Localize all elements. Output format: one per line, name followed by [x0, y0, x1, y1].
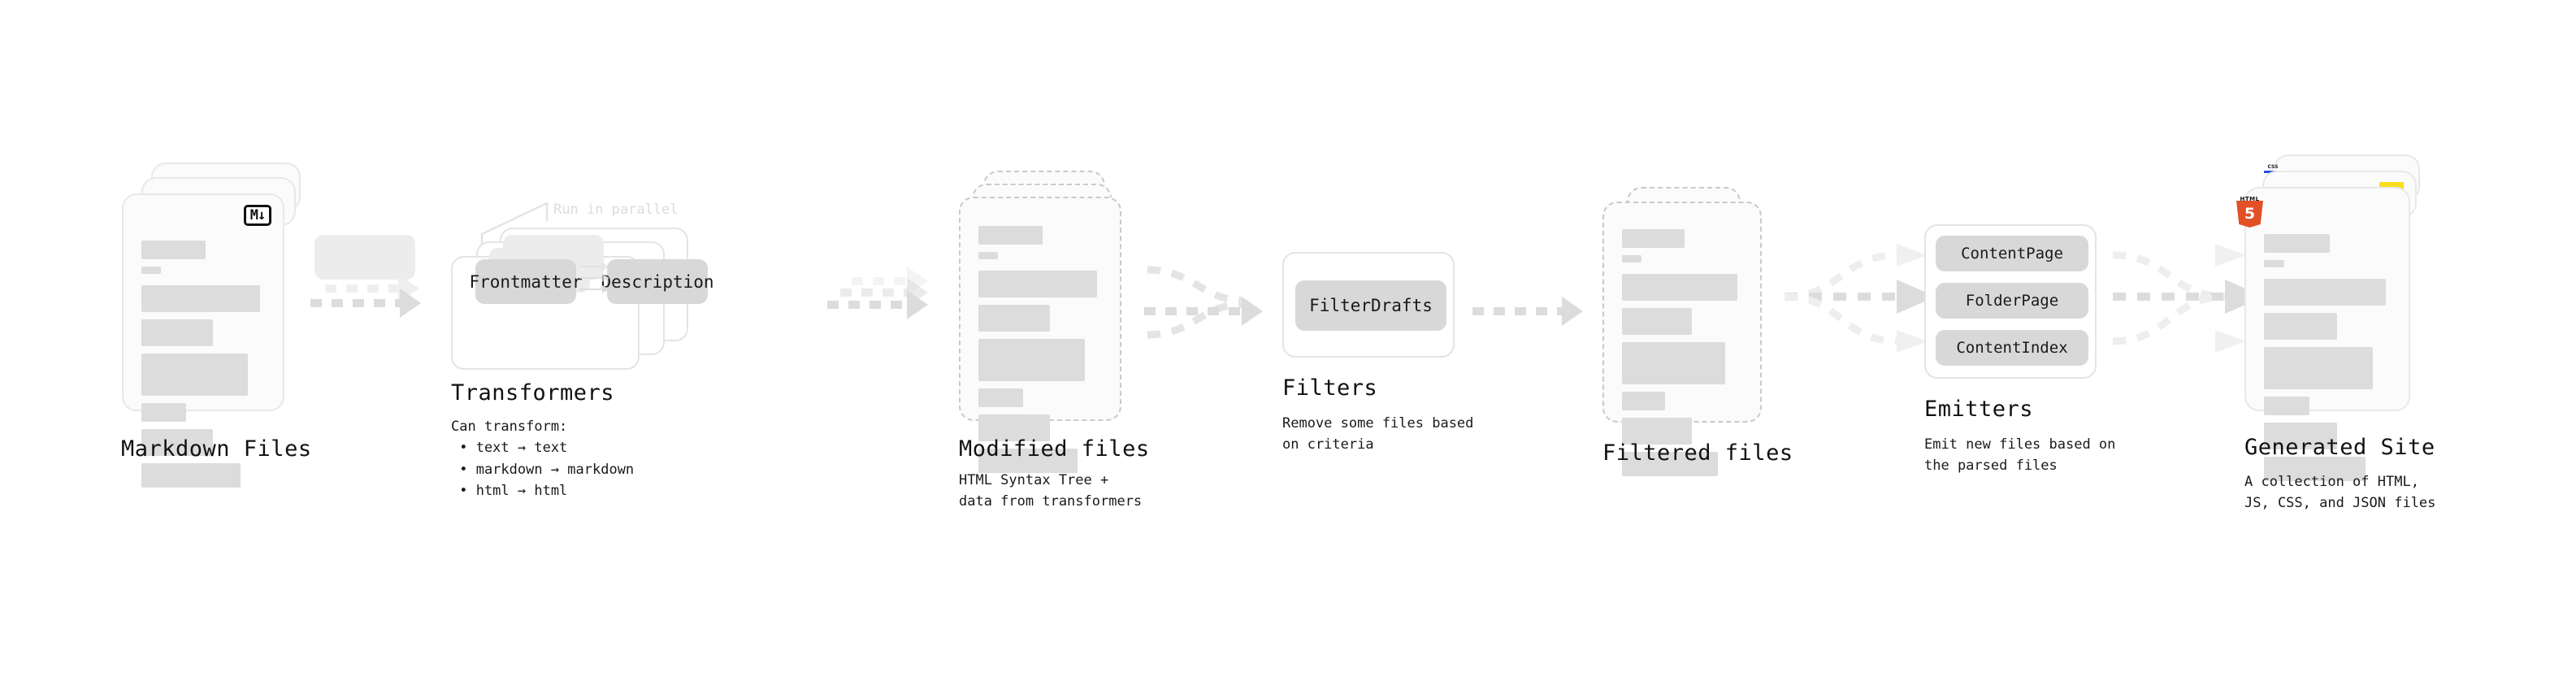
content-bar: [1622, 274, 1738, 301]
stage-subtitle-transformers: Can transform: • text → text • markdown …: [451, 419, 635, 500]
document-content-bars: [1622, 229, 1742, 484]
filtered-document-stack: [1602, 187, 1781, 476]
content-bar: [141, 354, 248, 396]
run-in-parallel-annotation: Run in parallel: [553, 202, 679, 218]
arrow-dash-line: [1472, 307, 1563, 315]
content-bar: [1622, 418, 1692, 445]
content-bar: [1622, 342, 1726, 384]
content-bar: [1622, 229, 1685, 248]
content-bar: [2264, 279, 2386, 306]
arrow-dash-line: [840, 288, 909, 297]
html5-shield-icon: [2236, 201, 2263, 228]
stage-title-filters: Filters: [1282, 375, 1378, 401]
stage-subtitle-filters: Remove some files based on criteria: [1282, 415, 1474, 453]
stage-filtered-files: Filtered files: [1602, 187, 1793, 476]
pill-description[interactable]: Description: [601, 259, 714, 304]
transformer-card-front: Frontmatter Description: [314, 235, 714, 370]
content-bar: [2264, 397, 2310, 415]
arrow-head-icon: [1242, 297, 1263, 326]
stage-subtitle-modified-files: HTML Syntax Tree + data from transformer…: [959, 472, 1143, 510]
stage-title-markdown-files: Markdown Files: [121, 436, 312, 462]
content-bar: [1622, 392, 1666, 410]
content-bar: [141, 267, 162, 274]
content-bar: [141, 285, 260, 312]
content-bar: [141, 403, 186, 422]
stage-markdown-files: M↓ Markdown Files: [121, 163, 311, 488]
inner-arrow-top: [579, 262, 609, 271]
content-bar: [978, 271, 1097, 297]
content-bar: [2264, 423, 2338, 449]
arrow-markdown-to-transformers: [310, 288, 421, 318]
content-bar: [141, 241, 206, 259]
pill-filterdrafts[interactable]: FilterDrafts: [1295, 280, 1446, 331]
content-bar: [2264, 457, 2366, 481]
content-bar: [978, 252, 999, 259]
arrow-transformers-to-modified-ghost-2: [852, 267, 928, 296]
pill-contentpage[interactable]: ContentPage: [1936, 236, 2088, 271]
content-bar: [141, 429, 214, 456]
stage-subtitle-generated-site: A collection of HTML, JS, CSS, and JSON …: [2244, 474, 2436, 512]
generated-document-stack: CSS HTML: [2236, 154, 2423, 481]
content-bar: [1622, 452, 1719, 476]
document-front: [959, 197, 1121, 473]
css-badge-label: CSS: [2267, 164, 2279, 170]
document-front: M↓: [122, 193, 284, 488]
arrow-dash-line: [310, 299, 401, 307]
content-bar: [978, 226, 1043, 245]
stage-title-filtered-files: Filtered files: [1602, 440, 1793, 466]
stage-title-generated-site: Generated Site: [2244, 435, 2435, 460]
filters-card: FilterDrafts: [1282, 252, 1455, 358]
markdown-badge: M↓: [244, 205, 271, 226]
inner-arrow-bottom: [579, 285, 609, 293]
content-bar: [1622, 255, 1641, 262]
arrow-head-icon: [1562, 297, 1583, 326]
stage-generated-site: CSS HTML Generated Site A co: [2236, 154, 2435, 511]
document-content-bars: [978, 226, 1102, 480]
pill-folderpage[interactable]: FolderPage: [1936, 283, 2088, 319]
arrow-dash-line: [827, 301, 909, 309]
content-bar: [978, 305, 1051, 332]
arrow-dash-line: [325, 284, 400, 293]
markdown-document-stack: M↓: [122, 163, 301, 488]
emitters-card: ContentPage FolderPage ContentIndex: [1924, 224, 2097, 379]
arrow-modified-to-filters-curves: [1147, 266, 1242, 339]
document-content-bars: [2264, 234, 2391, 488]
arrow-dash-line: [1144, 307, 1243, 315]
html5-badge-label: HTML: [2240, 196, 2260, 202]
modified-document-stack: [959, 171, 1138, 473]
arrow-filters-to-filtered: [1472, 297, 1583, 326]
arrow-dash-line: [852, 277, 909, 285]
content-bar: [978, 449, 1078, 473]
content-bar: [1622, 308, 1692, 335]
document-front: [1602, 202, 1762, 476]
content-bar: [2264, 347, 2374, 389]
stage-subtitle-emitters: Emit new files based on the parsed files: [1924, 436, 2116, 475]
content-bar: [2264, 234, 2331, 253]
pill-frontmatter[interactable]: Frontmatter: [469, 259, 583, 304]
pill-ghost-description-2: [314, 235, 415, 280]
inner-arrow-mid: [579, 274, 609, 282]
stage-title-emitters: Emitters: [1924, 397, 2034, 422]
content-bar: [978, 388, 1023, 407]
arrow-head-icon: [400, 288, 421, 318]
arrow-head-icon: [907, 278, 928, 307]
content-bar: [978, 414, 1051, 441]
html5-badge: HTML: [2236, 196, 2263, 228]
document-front: HTML: [2236, 187, 2410, 481]
stage-title-transformers: Transformers: [451, 380, 615, 406]
arrow-filtered-to-emitters-fan: [1784, 244, 1936, 353]
pill-contentindex[interactable]: ContentIndex: [1936, 330, 2088, 366]
content-bar: [141, 463, 241, 488]
content-bar: [2264, 313, 2338, 340]
content-bar: [978, 339, 1085, 381]
stage-modified-files: Modified files HTML Syntax Tree + data f…: [959, 171, 1149, 510]
stage-title-modified-files: Modified files: [959, 436, 1150, 462]
document-content-bars: [141, 241, 265, 495]
content-bar: [2264, 260, 2284, 267]
content-bar: [141, 319, 214, 346]
arrow-modified-to-filters: [1144, 297, 1263, 326]
arrow-head-icon: [907, 267, 928, 296]
arrow-transformers-to-modified-ghost-1: [840, 278, 928, 307]
